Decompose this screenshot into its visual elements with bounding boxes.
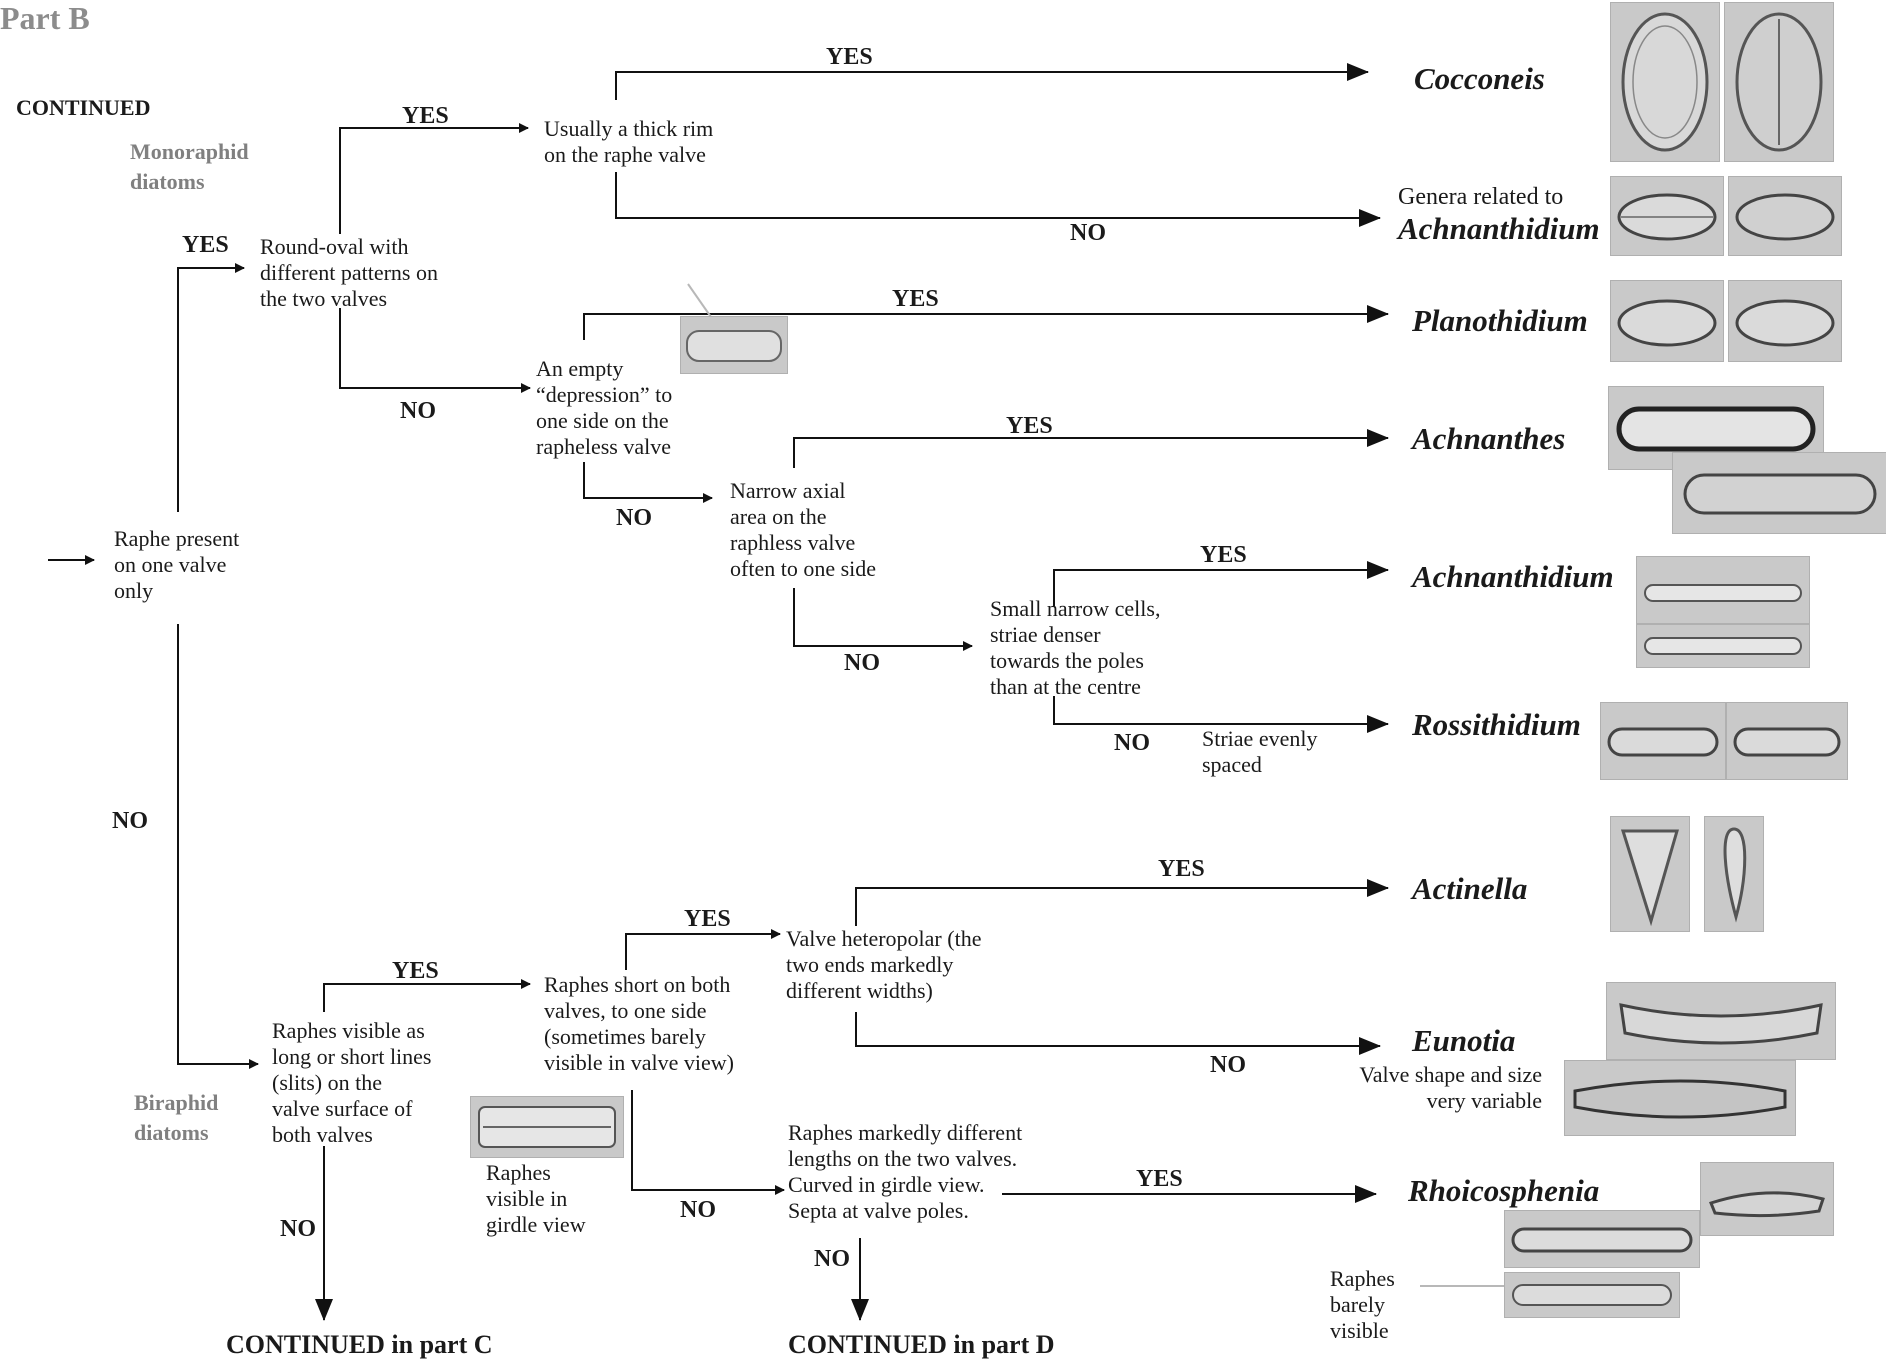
- micrograph-rhoicosphenia-2: [1504, 1210, 1700, 1268]
- label-yes: YES: [1200, 542, 1247, 568]
- node-raphes-visible: Raphes visible as long or short lines (s…: [272, 1018, 432, 1147]
- note-girdle-view: Raphes visible in girdle view: [486, 1160, 586, 1237]
- genus-related-prefix: Genera related to: [1398, 184, 1564, 210]
- micrograph-achnanthes-2: [1672, 452, 1886, 534]
- node-heteropolar: Valve heteropolar (the two ends markedly…: [786, 926, 982, 1003]
- micrograph-depression: [680, 316, 788, 374]
- label-no: NO: [680, 1197, 716, 1223]
- edge-hetero-no: [855, 1012, 1381, 1055]
- node-raphes-short: Raphes short on both valves, to one side…: [544, 972, 735, 1075]
- genus-achnanthidium: Achnanthidium: [1412, 559, 1614, 594]
- continued-part-c: CONTINUED in part C: [226, 1330, 493, 1359]
- edge-axial-yes: [793, 429, 1389, 468]
- genus-eunotia: Eunotia: [1412, 1023, 1516, 1058]
- group-monoraphid: Monoraphid diatoms: [130, 139, 249, 194]
- label-yes: YES: [1136, 1166, 1183, 1192]
- edge-rim-yes: [615, 63, 1369, 100]
- label-yes: YES: [684, 906, 731, 932]
- micrograph-actinella-1: [1610, 816, 1690, 932]
- label-no: NO: [400, 398, 436, 424]
- node-small-narrow: Small narrow cells, striae denser toward…: [990, 596, 1161, 699]
- label-no: NO: [1114, 730, 1150, 756]
- edge-visible-yes: [323, 979, 531, 1012]
- edge-rim-no: [615, 172, 1381, 227]
- micrograph-planothidium-1: [1610, 280, 1724, 362]
- genus-achnanthes: Achnanthes: [1412, 421, 1566, 456]
- micrograph-related-1: [1610, 176, 1724, 256]
- edge-short-yes: [625, 929, 781, 970]
- micrograph-eunotia-2: [1564, 1060, 1796, 1136]
- edge-start-no: [177, 624, 259, 1069]
- node-depression: An empty “depression” to one side on the…: [536, 356, 673, 459]
- note-eunotia: Valve shape and size very variable: [1359, 1062, 1542, 1113]
- micrograph-cocconeis-1: [1610, 2, 1720, 162]
- edge-small-no: [1053, 696, 1389, 733]
- label-yes: YES: [182, 232, 229, 258]
- genus-rossithidium: Rossithidium: [1412, 707, 1581, 742]
- label-yes: YES: [1158, 856, 1205, 882]
- micrograph-eunotia-1: [1606, 982, 1836, 1060]
- genus-achnanthidium-related: Achnanthidium: [1398, 211, 1600, 246]
- page-title: Part B: [0, 0, 90, 36]
- micrograph-planothidium-2: [1728, 280, 1842, 362]
- label-no: NO: [616, 505, 652, 531]
- micrograph-cocconeis-2: [1724, 2, 1834, 162]
- edge-short-no: [631, 1090, 785, 1195]
- node-round-oval: Round-oval with different patterns on th…: [260, 234, 438, 311]
- label-yes: YES: [826, 44, 873, 70]
- label-no: NO: [280, 1216, 316, 1242]
- edge-hetero-yes: [855, 879, 1389, 926]
- edge-depression-yes: [583, 305, 1389, 340]
- note-barely-visible: Raphes barely visible: [1330, 1266, 1395, 1343]
- micrograph-girdle-view: [470, 1096, 624, 1158]
- edge-round-yes: [339, 123, 529, 234]
- label-no: NO: [844, 650, 880, 676]
- micrograph-rhoicosphenia-1: [1700, 1162, 1834, 1236]
- label-yes: YES: [392, 958, 439, 984]
- label-no: NO: [1070, 220, 1106, 246]
- edge-axial-no: [793, 588, 973, 651]
- micrograph-achnanthidium-2: [1636, 624, 1810, 668]
- node-raphes-different: Raphes markedly different lengths on the…: [788, 1120, 1023, 1223]
- genus-actinella: Actinella: [1412, 871, 1528, 906]
- node-raphe-one-valve: Raphe present on one valve only: [114, 526, 240, 603]
- label-yes: YES: [1006, 413, 1053, 439]
- node-thick-rim: Usually a thick rim on the raphe valve: [544, 116, 714, 167]
- continued-label: CONTINUED: [16, 95, 151, 120]
- micrograph-rhoicosphenia-3: [1504, 1272, 1680, 1318]
- node-striae-even: Striae evenly spaced: [1202, 726, 1318, 777]
- edge-depression-no: [583, 462, 713, 503]
- edge-start-yes: [177, 263, 245, 512]
- genus-rhoicosphenia: Rhoicosphenia: [1408, 1173, 1600, 1208]
- label-yes: YES: [402, 103, 449, 129]
- genus-cocconeis: Cocconeis: [1414, 61, 1545, 96]
- genus-planothidium: Planothidium: [1412, 303, 1588, 338]
- label-yes: YES: [892, 286, 939, 312]
- continued-part-d: CONTINUED in part D: [788, 1330, 1055, 1359]
- node-narrow-axial: Narrow axial area on the raphless valve …: [730, 478, 877, 581]
- edge-small-yes: [1053, 561, 1389, 606]
- micrograph-achnanthidium-1: [1636, 556, 1810, 624]
- micrograph-related-2: [1728, 176, 1842, 256]
- label-no: NO: [1210, 1052, 1246, 1078]
- micrograph-rossithidium-1: [1600, 702, 1726, 780]
- edge-round-no: [339, 308, 531, 393]
- label-no: NO: [112, 808, 148, 834]
- micrograph-actinella-2: [1704, 816, 1764, 932]
- group-biraphid: Biraphid diatoms: [134, 1090, 219, 1145]
- micrograph-rossithidium-2: [1726, 702, 1848, 780]
- label-no: NO: [814, 1246, 850, 1272]
